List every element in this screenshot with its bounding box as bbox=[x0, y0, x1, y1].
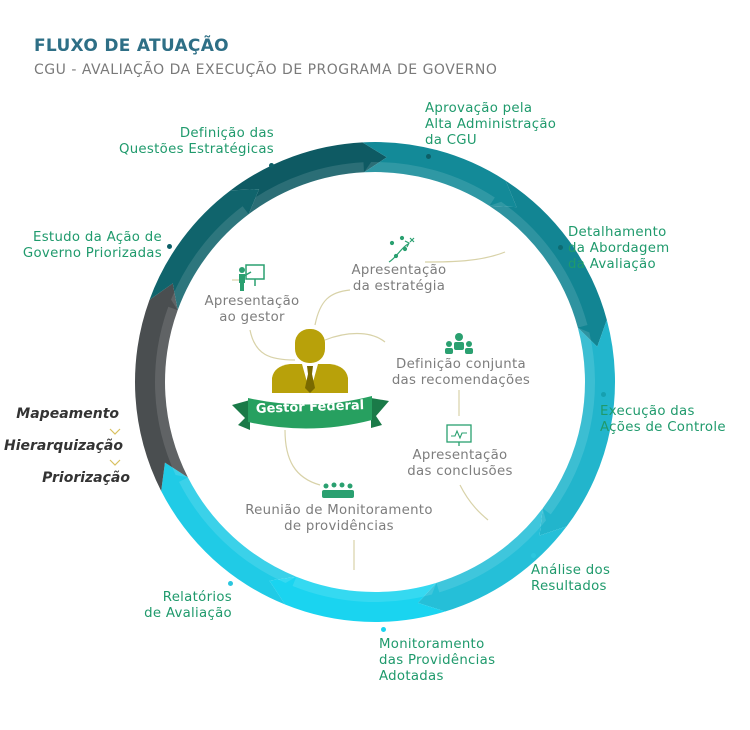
ring-segment-analise-highlight bbox=[436, 508, 546, 593]
label-execucao: Execução das Ações de Controle bbox=[600, 404, 726, 436]
ring-segment-relatorios bbox=[161, 462, 297, 605]
connector-gestor bbox=[249, 329, 296, 361]
banner-right-tail bbox=[371, 398, 389, 428]
ring-segment-relatorios-highlight bbox=[178, 477, 297, 583]
label-apresentacao-gestor-text: Apresentação ao gestor bbox=[204, 294, 300, 325]
gestor-figure bbox=[272, 329, 348, 393]
label-apresentacao-estrategia-text: Apresentação da estratégia bbox=[351, 263, 447, 294]
banner-left-tail bbox=[232, 400, 250, 430]
connector-definicao bbox=[324, 332, 386, 343]
audience-icon bbox=[322, 482, 354, 498]
label-definicao-conjunta: Definição conjunta das recomendações bbox=[383, 357, 539, 389]
banner-body bbox=[248, 396, 372, 429]
ring-segment-analise bbox=[417, 508, 567, 612]
label-apresentacao-estrategia: Apresentação da estratégia bbox=[340, 263, 458, 295]
step-priorizacao: Priorização bbox=[42, 470, 130, 486]
label-monitoramento-text: Monitoramento das Providências Adotadas bbox=[379, 637, 496, 684]
gestor-banner bbox=[232, 396, 389, 430]
chevron-1 bbox=[109, 428, 121, 435]
strategy-icon bbox=[388, 235, 415, 263]
label-reuniao: Reunião de Monitoramento de providências bbox=[232, 503, 446, 535]
label-analise-text: Análise dos Resultados bbox=[531, 563, 611, 594]
connector-reuniao bbox=[284, 429, 321, 486]
label-monitoramento: Monitoramento das Providências Adotadas bbox=[379, 637, 495, 685]
label-estudo-text: Estudo da Ação de Governo Priorizadas bbox=[22, 230, 162, 261]
dot-detalhamento bbox=[558, 245, 563, 250]
label-execucao-text: Execução das Ações de Controle bbox=[600, 404, 726, 435]
label-aprovacao-text: Aprovação pela Alta Administração da CGU bbox=[425, 101, 557, 148]
ring-segment-monitoramento bbox=[269, 576, 446, 623]
connector-conclusoes-down bbox=[459, 484, 489, 521]
label-aprovacao: Aprovação pela Alta Administração da CGU bbox=[425, 101, 556, 149]
label-def-questoes: Definição das Questões Estratégicas bbox=[98, 126, 274, 158]
label-relatorios: Relatórios de Avaliação bbox=[112, 590, 232, 622]
connector-estrategia-right bbox=[424, 251, 506, 263]
label-estudo: Estudo da Ação de Governo Priorizadas bbox=[0, 230, 162, 262]
ring-segment-detalhamento bbox=[489, 180, 607, 347]
page-subtitle: CGU - AVALIAÇÃO DA EXECUÇÃO DE PROGRAMA … bbox=[34, 62, 498, 78]
label-relatorios-text: Relatórios de Avaliação bbox=[144, 590, 232, 621]
ring-segment-mapeamento bbox=[134, 283, 188, 491]
dot-estudo bbox=[167, 244, 172, 249]
label-apresentacao-conclusoes: Apresentação das conclusões bbox=[400, 448, 520, 480]
dot-relatorios bbox=[228, 581, 233, 586]
dot-analise bbox=[531, 553, 536, 558]
ring-segment-definicao bbox=[230, 142, 387, 215]
label-analise: Análise dos Resultados bbox=[531, 563, 610, 595]
dot-aprovacao bbox=[426, 154, 431, 159]
ring-segment-execucao-highlight bbox=[542, 327, 595, 515]
page-title: FLUXO DE ATUAÇÃO bbox=[34, 36, 229, 56]
ring-segment-monitoramento-highlight bbox=[292, 576, 437, 602]
team-icon bbox=[445, 333, 473, 354]
ring-segment-aprovacao bbox=[362, 142, 517, 208]
ring-segment-definicao-highlight bbox=[248, 162, 365, 215]
ring-segment-estudo-highlight bbox=[171, 206, 249, 311]
ring-segment-mapeamento-highlight bbox=[155, 306, 188, 478]
gestor-tie bbox=[305, 366, 315, 393]
chevron-2 bbox=[109, 459, 121, 466]
label-apresentacao-gestor: Apresentação ao gestor bbox=[193, 294, 311, 326]
step-hierarquizacao: Hierarquização bbox=[3, 438, 123, 454]
gestor-head bbox=[295, 329, 325, 363]
ring-segment-aprovacao-highlight bbox=[364, 162, 495, 206]
cycle-ring bbox=[134, 142, 616, 623]
dot-monitoramento bbox=[381, 627, 386, 632]
label-def-questoes-text: Definição das Questões Estratégicas bbox=[118, 126, 274, 157]
label-definicao-conjunta-text: Definição conjunta das recomendações bbox=[391, 357, 531, 388]
ring-segment-execucao bbox=[539, 319, 616, 536]
dot-execucao bbox=[601, 392, 606, 397]
chart-screen-icon bbox=[446, 424, 472, 446]
label-detalhamento-text: Detalhamento da Abordagem da Avaliação bbox=[568, 225, 670, 272]
label-apresentacao-conclusoes-text: Apresentação das conclusões bbox=[407, 448, 513, 479]
connector-lines bbox=[232, 251, 506, 570]
connector-estrategia bbox=[314, 289, 351, 326]
dot-def-questoes bbox=[269, 163, 274, 168]
presentation-board-icon bbox=[239, 264, 265, 291]
ring-segment-estudo bbox=[149, 189, 260, 311]
step-mapeamento: Mapeamento bbox=[16, 406, 119, 422]
label-detalhamento: Detalhamento da Abordagem da Avaliação bbox=[568, 225, 669, 273]
ring-segment-detalhamento-highlight bbox=[489, 201, 588, 328]
step-chevrons bbox=[109, 428, 121, 466]
label-reuniao-text: Reunião de Monitoramento de providências bbox=[245, 503, 433, 534]
